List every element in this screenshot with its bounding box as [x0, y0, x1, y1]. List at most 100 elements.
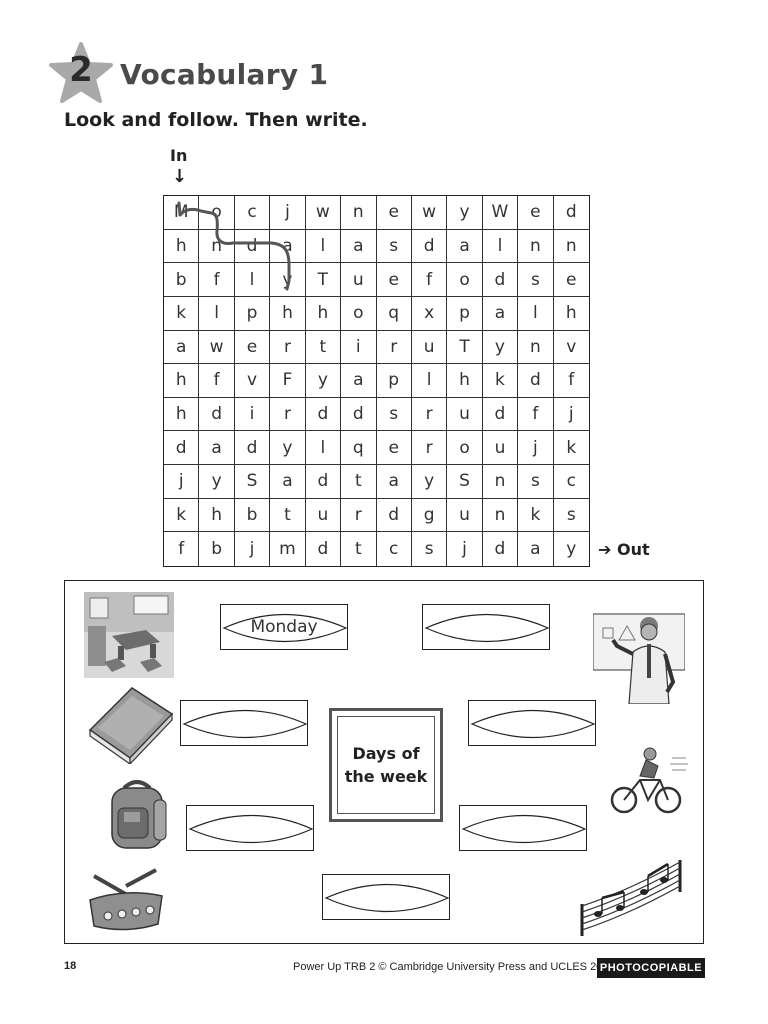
grid-cell: i: [234, 397, 271, 432]
grid-cell: y: [199, 465, 235, 499]
grid-cell: t: [305, 330, 342, 365]
grid-cell: u: [447, 498, 483, 533]
grid-cell: y: [566, 539, 577, 560]
answer-box-7[interactable]: [322, 874, 450, 920]
grid-cell: w: [305, 196, 342, 230]
grid-cell: q: [376, 296, 412, 331]
grid-cell: a: [447, 229, 483, 264]
grid-cell: n: [553, 230, 589, 264]
grid-cell: s: [553, 499, 589, 533]
grid-cell: T: [305, 263, 342, 297]
grid-cell: k: [164, 296, 200, 331]
lemon-shape-icon: [424, 613, 550, 643]
answer-box-5[interactable]: [186, 805, 314, 851]
grid-cell: h: [270, 296, 306, 331]
grid-cell: b: [199, 532, 235, 566]
lemon-shape-icon: [461, 814, 587, 844]
grid-cell: s: [518, 465, 554, 499]
grid-cell: d: [199, 397, 235, 432]
grid-cell: d: [411, 229, 448, 264]
grid-cell: f: [199, 263, 235, 297]
grid-cell: S: [234, 465, 271, 499]
grid-cell: q: [341, 431, 377, 466]
grid-cell: d: [482, 263, 519, 297]
grid-cell: a: [270, 229, 306, 264]
grid-cell: d: [164, 431, 200, 466]
grid-cell: d: [518, 364, 554, 398]
grid-cell: e: [376, 263, 412, 297]
grid-cell: t: [341, 465, 377, 499]
grid-cell: T: [447, 330, 483, 365]
answer-box-6[interactable]: [459, 805, 587, 851]
answer-text: Monday: [250, 617, 318, 637]
grid-cell: d: [483, 532, 519, 566]
down-arrow-icon: ↓: [172, 166, 188, 187]
grid-cell: o: [199, 196, 235, 230]
grid-cell: j: [518, 431, 554, 466]
lemon-shape-icon: [470, 709, 596, 739]
grid-cell: n: [518, 229, 554, 264]
lemon-shape-icon: [222, 613, 348, 643]
days-of-week-frame: Days of the week: [329, 708, 443, 822]
grid-cell: s: [376, 397, 412, 432]
grid-cell: h: [164, 397, 200, 432]
grid-cell: y: [482, 330, 519, 365]
grid-cell: a: [376, 465, 412, 499]
grid-cell: W: [482, 196, 519, 230]
unit-star-icon: [49, 42, 113, 103]
grid-cell: l: [234, 263, 271, 297]
maze-out-label: ➔ Out: [598, 540, 650, 559]
grid-cell: b: [164, 263, 200, 297]
lemon-shape-icon: [188, 814, 314, 844]
grid-cell: S: [447, 465, 483, 499]
pencil-case-illustration-icon: [89, 868, 163, 931]
grid-cell: u: [447, 397, 483, 432]
teacher-illustration-icon: [593, 613, 685, 704]
answer-box-2[interactable]: [422, 604, 550, 650]
grid-cell: u: [305, 498, 342, 533]
grid-cell: l: [199, 296, 235, 331]
grid-cell: d: [376, 498, 412, 533]
grid-cell: o: [341, 296, 377, 331]
grid-cell: r: [341, 498, 377, 533]
grid-cell: j: [447, 532, 483, 566]
grid-cell: p: [234, 296, 271, 331]
grid-cell: m: [270, 532, 306, 566]
backpack-illustration-icon: [111, 780, 167, 849]
instruction-text: Look and follow. Then write.: [64, 109, 368, 131]
grid-cell: s: [412, 532, 448, 566]
grid-cell: l: [305, 431, 342, 466]
grid-cell: j: [164, 465, 200, 499]
grid-cell: l: [518, 296, 554, 331]
grid-cell: a: [199, 431, 235, 466]
grid-cell: a: [518, 532, 554, 566]
answer-box-4[interactable]: [468, 700, 596, 746]
grid-cell: f: [164, 532, 200, 566]
grid-cell: j: [553, 398, 589, 432]
photocopiable-badge: PHOTOCOPIABLE: [597, 958, 705, 978]
grid-cell: a: [164, 330, 200, 365]
grid-cell: r: [411, 431, 448, 466]
grid-cell: k: [553, 431, 589, 466]
grid-cell: o: [447, 263, 483, 297]
grid-cell: r: [376, 330, 412, 365]
grid-cell: x: [411, 296, 448, 331]
activity-panel: [64, 580, 704, 944]
grid-cell: t: [270, 498, 306, 533]
grid-cell: u: [411, 330, 448, 365]
grid-cell: n: [518, 330, 554, 365]
grid-cell: c: [234, 196, 271, 230]
grid-cell: f: [199, 364, 235, 398]
grid-cell: h: [164, 229, 200, 264]
grid-cell: r: [411, 397, 448, 432]
answer-box-3[interactable]: [180, 700, 308, 746]
grid-cell: p: [447, 296, 483, 331]
grid-cell: s: [518, 263, 554, 297]
answer-box-monday[interactable]: Monday: [220, 604, 348, 650]
unit-number: 2: [69, 50, 93, 90]
cyclist-illustration-icon: [610, 747, 688, 814]
grid-cell: l: [482, 229, 519, 264]
grid-cell: y: [411, 465, 448, 499]
grid-cell: d: [341, 397, 377, 432]
page-title: Vocabulary 1: [120, 58, 329, 91]
